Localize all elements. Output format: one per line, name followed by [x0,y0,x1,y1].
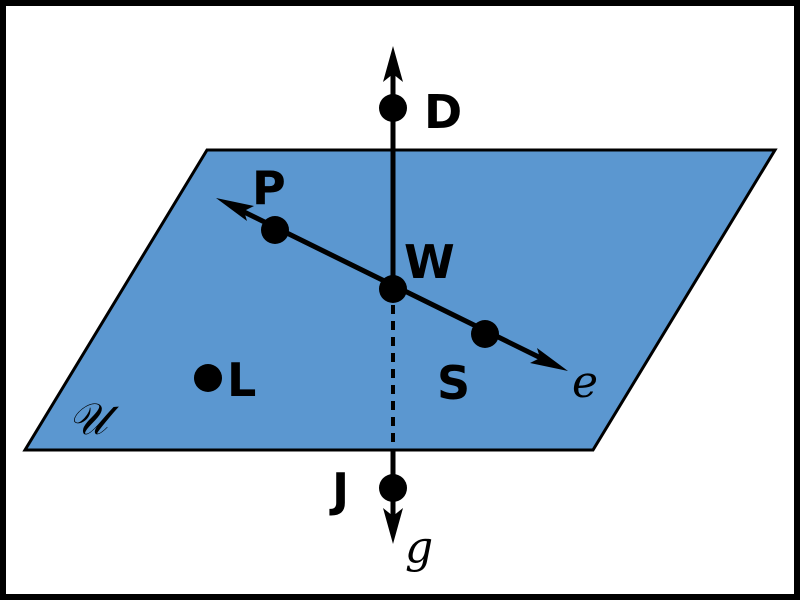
point-l [194,364,222,392]
line-e-arrow-left [216,198,254,221]
label-p: P [252,161,286,215]
line-g-arrow-down [383,508,403,544]
point-w [379,275,407,303]
label-s: S [437,356,470,410]
label-line-e: e [572,357,598,408]
line-g-arrow-up [383,46,403,82]
point-j [379,474,407,502]
label-d: D [424,85,462,139]
line-e-arrow-right [530,348,568,371]
label-line-g: g [405,522,433,573]
point-p [261,216,289,244]
label-j: J [329,463,349,517]
label-w: W [404,235,455,289]
label-l: L [227,353,256,407]
point-s [471,320,499,348]
point-d [379,94,407,122]
